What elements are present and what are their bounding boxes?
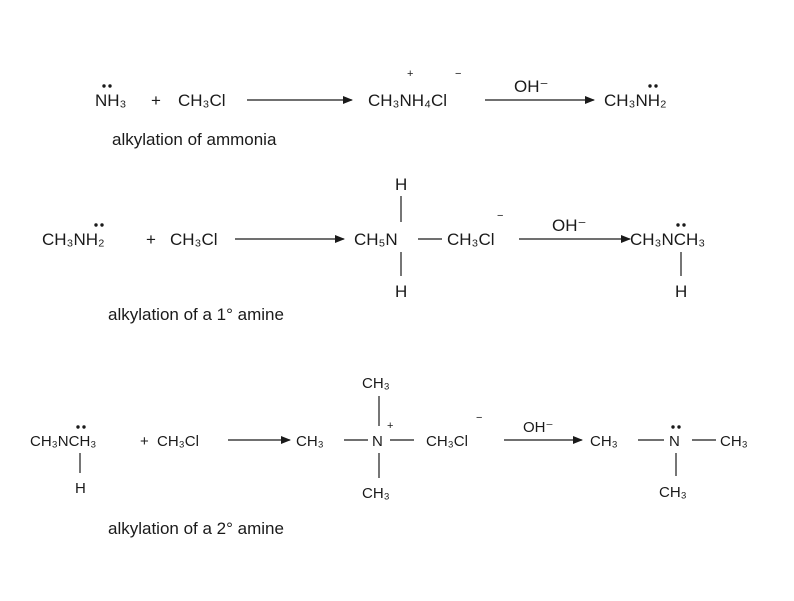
intermediate-nitrogen: N <box>372 433 383 450</box>
reactant-lone-pair-icon <box>76 425 86 429</box>
intermediate-right: CH₃Cl <box>447 230 495 249</box>
negative-charge: − <box>455 68 461 80</box>
intermediate-bottom-hydrogen: H <box>395 282 407 301</box>
plus-sign: + <box>151 91 161 110</box>
product-nitrogen: N <box>669 433 680 450</box>
dimethylamine: CH₃NCH₃ <box>30 433 96 450</box>
methylammonium-chloride: CH₃NH₄Cl <box>368 91 447 110</box>
product-lone-pair-icon <box>676 223 686 227</box>
hydroxide-reagent: OH⁻ <box>514 77 548 96</box>
plus-sign: + <box>140 433 149 450</box>
reaction-3: CH₃NCH₃ H + CH₃Cl CH₃ + CH₃ N − CH₃Cl CH… <box>30 375 748 538</box>
negative-charge: − <box>497 210 503 222</box>
hydroxide-reagent: OH⁻ <box>523 419 553 436</box>
chloromethane: CH₃Cl <box>178 91 226 110</box>
methylamine: CH₃NH₂ <box>42 230 105 249</box>
hydroxide-reagent: OH⁻ <box>552 216 586 235</box>
intermediate-top-hydrogen: H <box>395 175 407 194</box>
product-hydrogen: H <box>675 282 687 301</box>
reactant-lone-pair-icon <box>94 223 104 227</box>
negative-charge: − <box>476 412 482 424</box>
methylamine: CH₃NH₂ <box>604 91 667 110</box>
chloromethane: CH₃Cl <box>157 433 199 450</box>
chloromethane: CH₃Cl <box>170 230 218 249</box>
positive-charge: + <box>407 68 413 80</box>
positive-charge: + <box>387 420 393 432</box>
intermediate-left: CH₅N <box>354 230 398 249</box>
methylamine-lone-pair-icon <box>648 84 658 88</box>
caption-reaction-2: alkylation of a 1° amine <box>108 305 284 324</box>
ammonia-lone-pair-icon <box>102 84 112 88</box>
dimethylamine: CH₃NCH₃ <box>630 230 705 249</box>
caption-reaction-1: alkylation of ammonia <box>112 130 277 149</box>
ammonia: NH₃ <box>95 91 126 110</box>
product-right-methyl: CH₃ <box>720 433 748 450</box>
intermediate-left-methyl: CH₃ <box>296 433 324 450</box>
intermediate-bottom-methyl: CH₃ <box>362 485 390 502</box>
product-bottom-methyl: CH₃ <box>659 484 687 501</box>
reaction-2: CH₃NH₂ + CH₃Cl H CH₅N − CH₃Cl H OH⁻ CH₃N… <box>42 175 705 324</box>
product-left-methyl: CH₃ <box>590 433 618 450</box>
plus-sign: + <box>146 230 156 249</box>
intermediate-right: CH₃Cl <box>426 433 468 450</box>
intermediate-top-methyl: CH₃ <box>362 375 390 392</box>
caption-reaction-3: alkylation of a 2° amine <box>108 519 284 538</box>
reactant-hydrogen: H <box>75 480 86 497</box>
reaction-1: NH₃ + CH₃Cl + − CH₃NH₄Cl OH⁻ CH₃NH₂ alky… <box>95 68 667 149</box>
product-lone-pair-icon <box>671 425 681 429</box>
